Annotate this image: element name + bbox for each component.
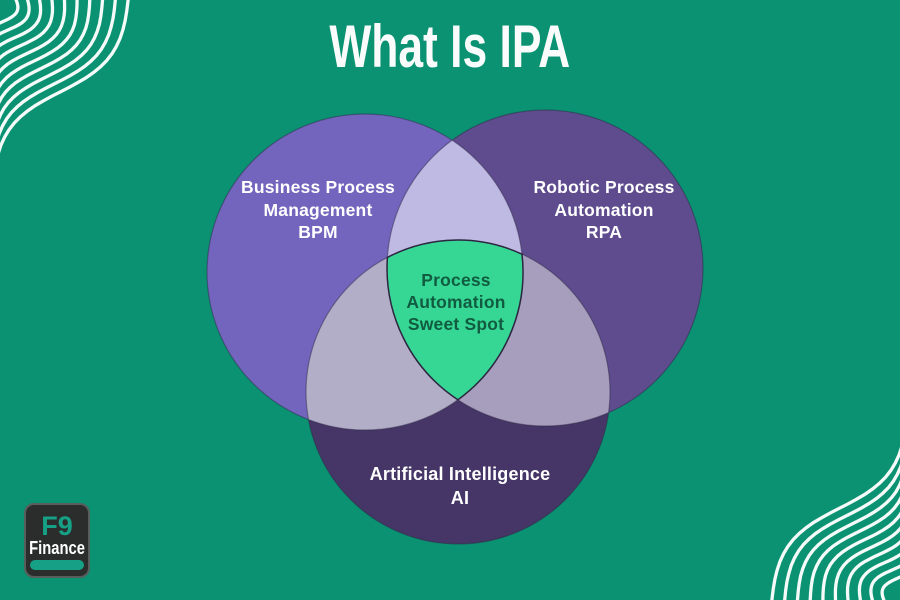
label-line: Artificial Intelligence: [369, 464, 551, 484]
label-line: Robotic Process: [533, 177, 675, 197]
f9-finance-logo: F9 Finance: [24, 503, 90, 578]
label-line: Automation: [554, 199, 654, 220]
rpa-label: Robotic Process Automation RPA: [533, 176, 674, 244]
label-line: AI: [450, 487, 470, 508]
logo-f9-text: F9: [41, 511, 73, 541]
sweet-spot-region: [386, 239, 524, 401]
logo-finance-text: Finance: [29, 538, 85, 558]
logo-accent-bar: [30, 560, 84, 570]
page-title: What Is IPA: [0, 14, 900, 80]
bpm-label: Business Process Management BPM: [241, 176, 395, 244]
label-line: Management: [263, 199, 373, 220]
label-line: RPA: [585, 222, 623, 242]
label-line: Business Process: [241, 177, 395, 197]
label-line: Process: [421, 270, 491, 290]
label-line: Sweet Spot: [407, 314, 505, 334]
sweet-spot-label: Process Automation Sweet Spot: [406, 269, 505, 335]
label-line: BPM: [298, 222, 338, 242]
label-line: Automation: [406, 292, 506, 312]
ai-label: Artificial Intelligence AI: [370, 463, 551, 510]
page-title-text: What Is IPA: [329, 13, 571, 80]
